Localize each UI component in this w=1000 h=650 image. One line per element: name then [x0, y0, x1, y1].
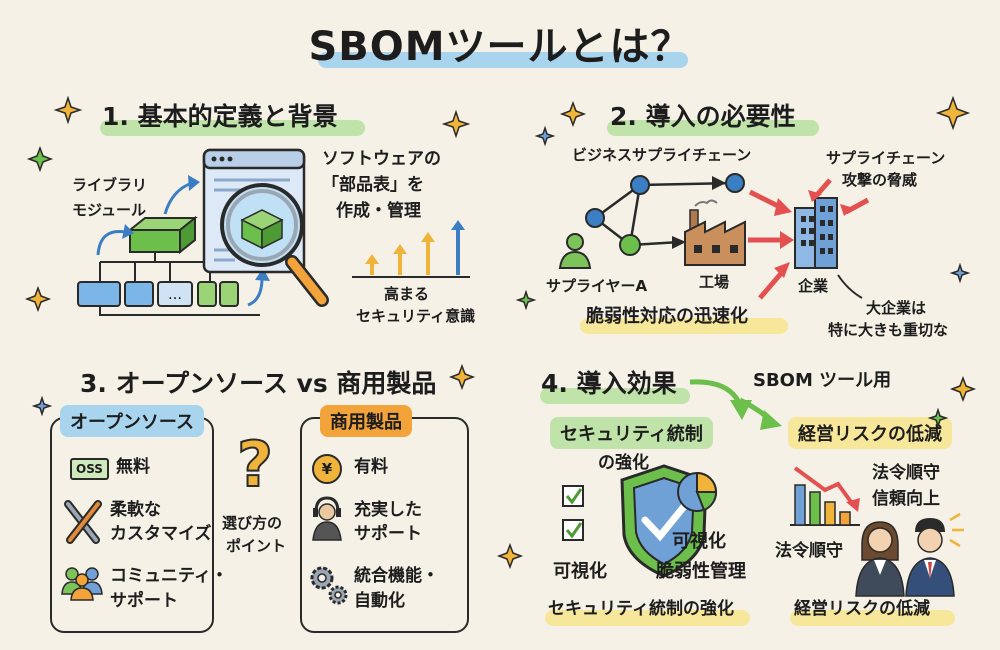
- s4-title-highlight: [540, 388, 690, 404]
- building-icon: [794, 197, 838, 269]
- s4-vuln-mgmt-label: 脆弱性管理: [656, 561, 746, 582]
- s3-title: 3. オープンソース vs 商用製品: [80, 369, 437, 398]
- sparkle-icon: [949, 375, 977, 403]
- oss-item-free: 無料: [116, 457, 150, 477]
- yen-coin-icon: ¥: [312, 454, 342, 484]
- sparkle-icon: [515, 289, 537, 311]
- s2-supplier-label: サプライヤーA: [546, 277, 648, 295]
- s4-law-label2: 法令順守: [775, 541, 843, 561]
- s4-tool-label: SBOM ツール用: [753, 370, 892, 391]
- s2-big-company-label2: 特に大きも重切な: [828, 321, 949, 339]
- s4-security-pill: セキュリティ統制: [550, 417, 713, 449]
- oss-item-community: コミュニティ・: [110, 566, 228, 586]
- s1-title-highlight: [100, 120, 365, 136]
- s1-desc-line1: ソフトウェアの: [322, 149, 441, 169]
- s1-module-label: モジュール: [72, 201, 146, 219]
- factory-icon: [684, 199, 746, 266]
- title-highlight: [318, 52, 688, 68]
- sparkle-icon: [441, 109, 471, 139]
- sparkle-icon: [949, 262, 971, 284]
- s2-attack-label2: 攻撃の脅威: [842, 171, 918, 189]
- s4-trust-label: 信頼向上: [872, 489, 940, 509]
- oss-header: オープンソース: [60, 405, 205, 437]
- s4-risk-bottom-highlight: [790, 610, 955, 626]
- sparkle-icon: [24, 285, 52, 313]
- s3-center-label1: 選び方の: [222, 514, 283, 532]
- sparkle-icon: [31, 395, 53, 417]
- s2-attack-label1: サプライチェーン: [826, 149, 946, 167]
- s2-vuln-highlight: [580, 318, 788, 334]
- s1-desc-line3: 作成・管理: [336, 201, 421, 221]
- s1-desc-line2: 「部品表」を: [322, 175, 424, 195]
- sparkle-icon: [448, 363, 476, 391]
- s4-law-label1: 法令順守: [872, 463, 940, 483]
- s2-company-label: 企業: [798, 277, 829, 295]
- oss-item-customize: カスタマイズ: [110, 524, 212, 544]
- s2-vuln-label: 脆弱性対応の迅速化: [586, 306, 748, 327]
- oss-item-support: サポート: [110, 591, 178, 611]
- sparkle-icon: [26, 145, 54, 173]
- s2-title: 2. 導入の必要性: [610, 102, 796, 131]
- s4-risk-bottom-label: 経営リスクの低減: [794, 599, 930, 619]
- s4-visual-label2: 可視化: [672, 531, 726, 552]
- com-item-support: サポート: [354, 524, 422, 544]
- sparkle-icon: [496, 542, 524, 570]
- s4-sec-bottom-highlight: [545, 610, 750, 626]
- svg-text:…: …: [168, 287, 182, 303]
- sparkle-icon: [927, 407, 949, 429]
- s4-security-sub: の強化: [598, 453, 649, 473]
- s1-rising-label2: セキュリティ意識: [356, 307, 476, 325]
- sparkle-icon: [935, 95, 971, 131]
- s4-visual-label1: 可視化: [553, 561, 607, 582]
- s2-title-highlight: [607, 120, 819, 136]
- sparkle-icon: [534, 125, 556, 147]
- com-item-rich: 充実した: [354, 500, 422, 520]
- s1-title: 1. 基本的定義と背景: [102, 102, 338, 131]
- s1-rising-label1: 高まる: [384, 285, 430, 303]
- question-mark-icon: ?: [236, 427, 274, 502]
- s4-security-bottom-label: セキュリティ統制の強化: [548, 599, 734, 619]
- com-item-integration: 統合機能・: [354, 566, 439, 586]
- sparkle-icon: [53, 95, 83, 125]
- oss-badge-icon: OSS: [70, 458, 109, 480]
- sparkle-icon: [559, 100, 587, 128]
- s3-center-label2: ポイント: [226, 537, 287, 555]
- oss-item-flexible: 柔軟な: [110, 500, 161, 520]
- s2-factory-label: 工場: [699, 273, 730, 291]
- page-title: SBOMツールとは？: [308, 24, 692, 70]
- commercial-header: 商用製品: [320, 405, 412, 437]
- com-item-automation: 自動化: [354, 591, 405, 611]
- s1-library-label: ライブラリ: [72, 176, 148, 194]
- s4-risk-pill: 経営リスクの低減: [788, 417, 952, 449]
- s2-chain-label: ビジネスサプライチェーン: [572, 146, 752, 164]
- com-item-paid: 有料: [354, 457, 388, 477]
- person-icon: [558, 233, 592, 269]
- s4-title: 4. 導入効果: [541, 369, 677, 398]
- s2-big-company-label1: 大企業は: [866, 299, 927, 317]
